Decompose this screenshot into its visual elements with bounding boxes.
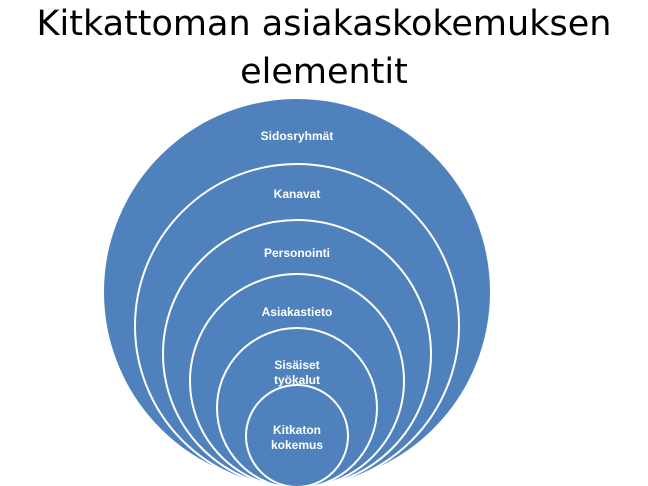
ring-6-label-line-1: Kitkaton <box>273 423 321 437</box>
ring-6 <box>245 384 349 486</box>
ring-6-label-line-2: kokemus <box>271 438 323 452</box>
ring-1-label-line-1: Sidosryhmät <box>261 129 334 143</box>
slide-title-line-2: elementit <box>240 52 408 92</box>
ring-5-label-line-1: Sisäiset <box>274 358 319 372</box>
ring-2-label-line-1: Kanavat <box>274 187 321 201</box>
slide-title: Kitkattoman asiakaskokemuksen elementit <box>0 0 648 96</box>
ring-4-label-line-1: Asiakastieto <box>262 305 333 319</box>
ring-3-label-line-1: Personointi <box>264 246 330 260</box>
ring-5-label-line-2: työkalut <box>274 373 320 387</box>
slide-title-line-1: Kitkattoman asiakaskokemuksen <box>36 4 612 44</box>
